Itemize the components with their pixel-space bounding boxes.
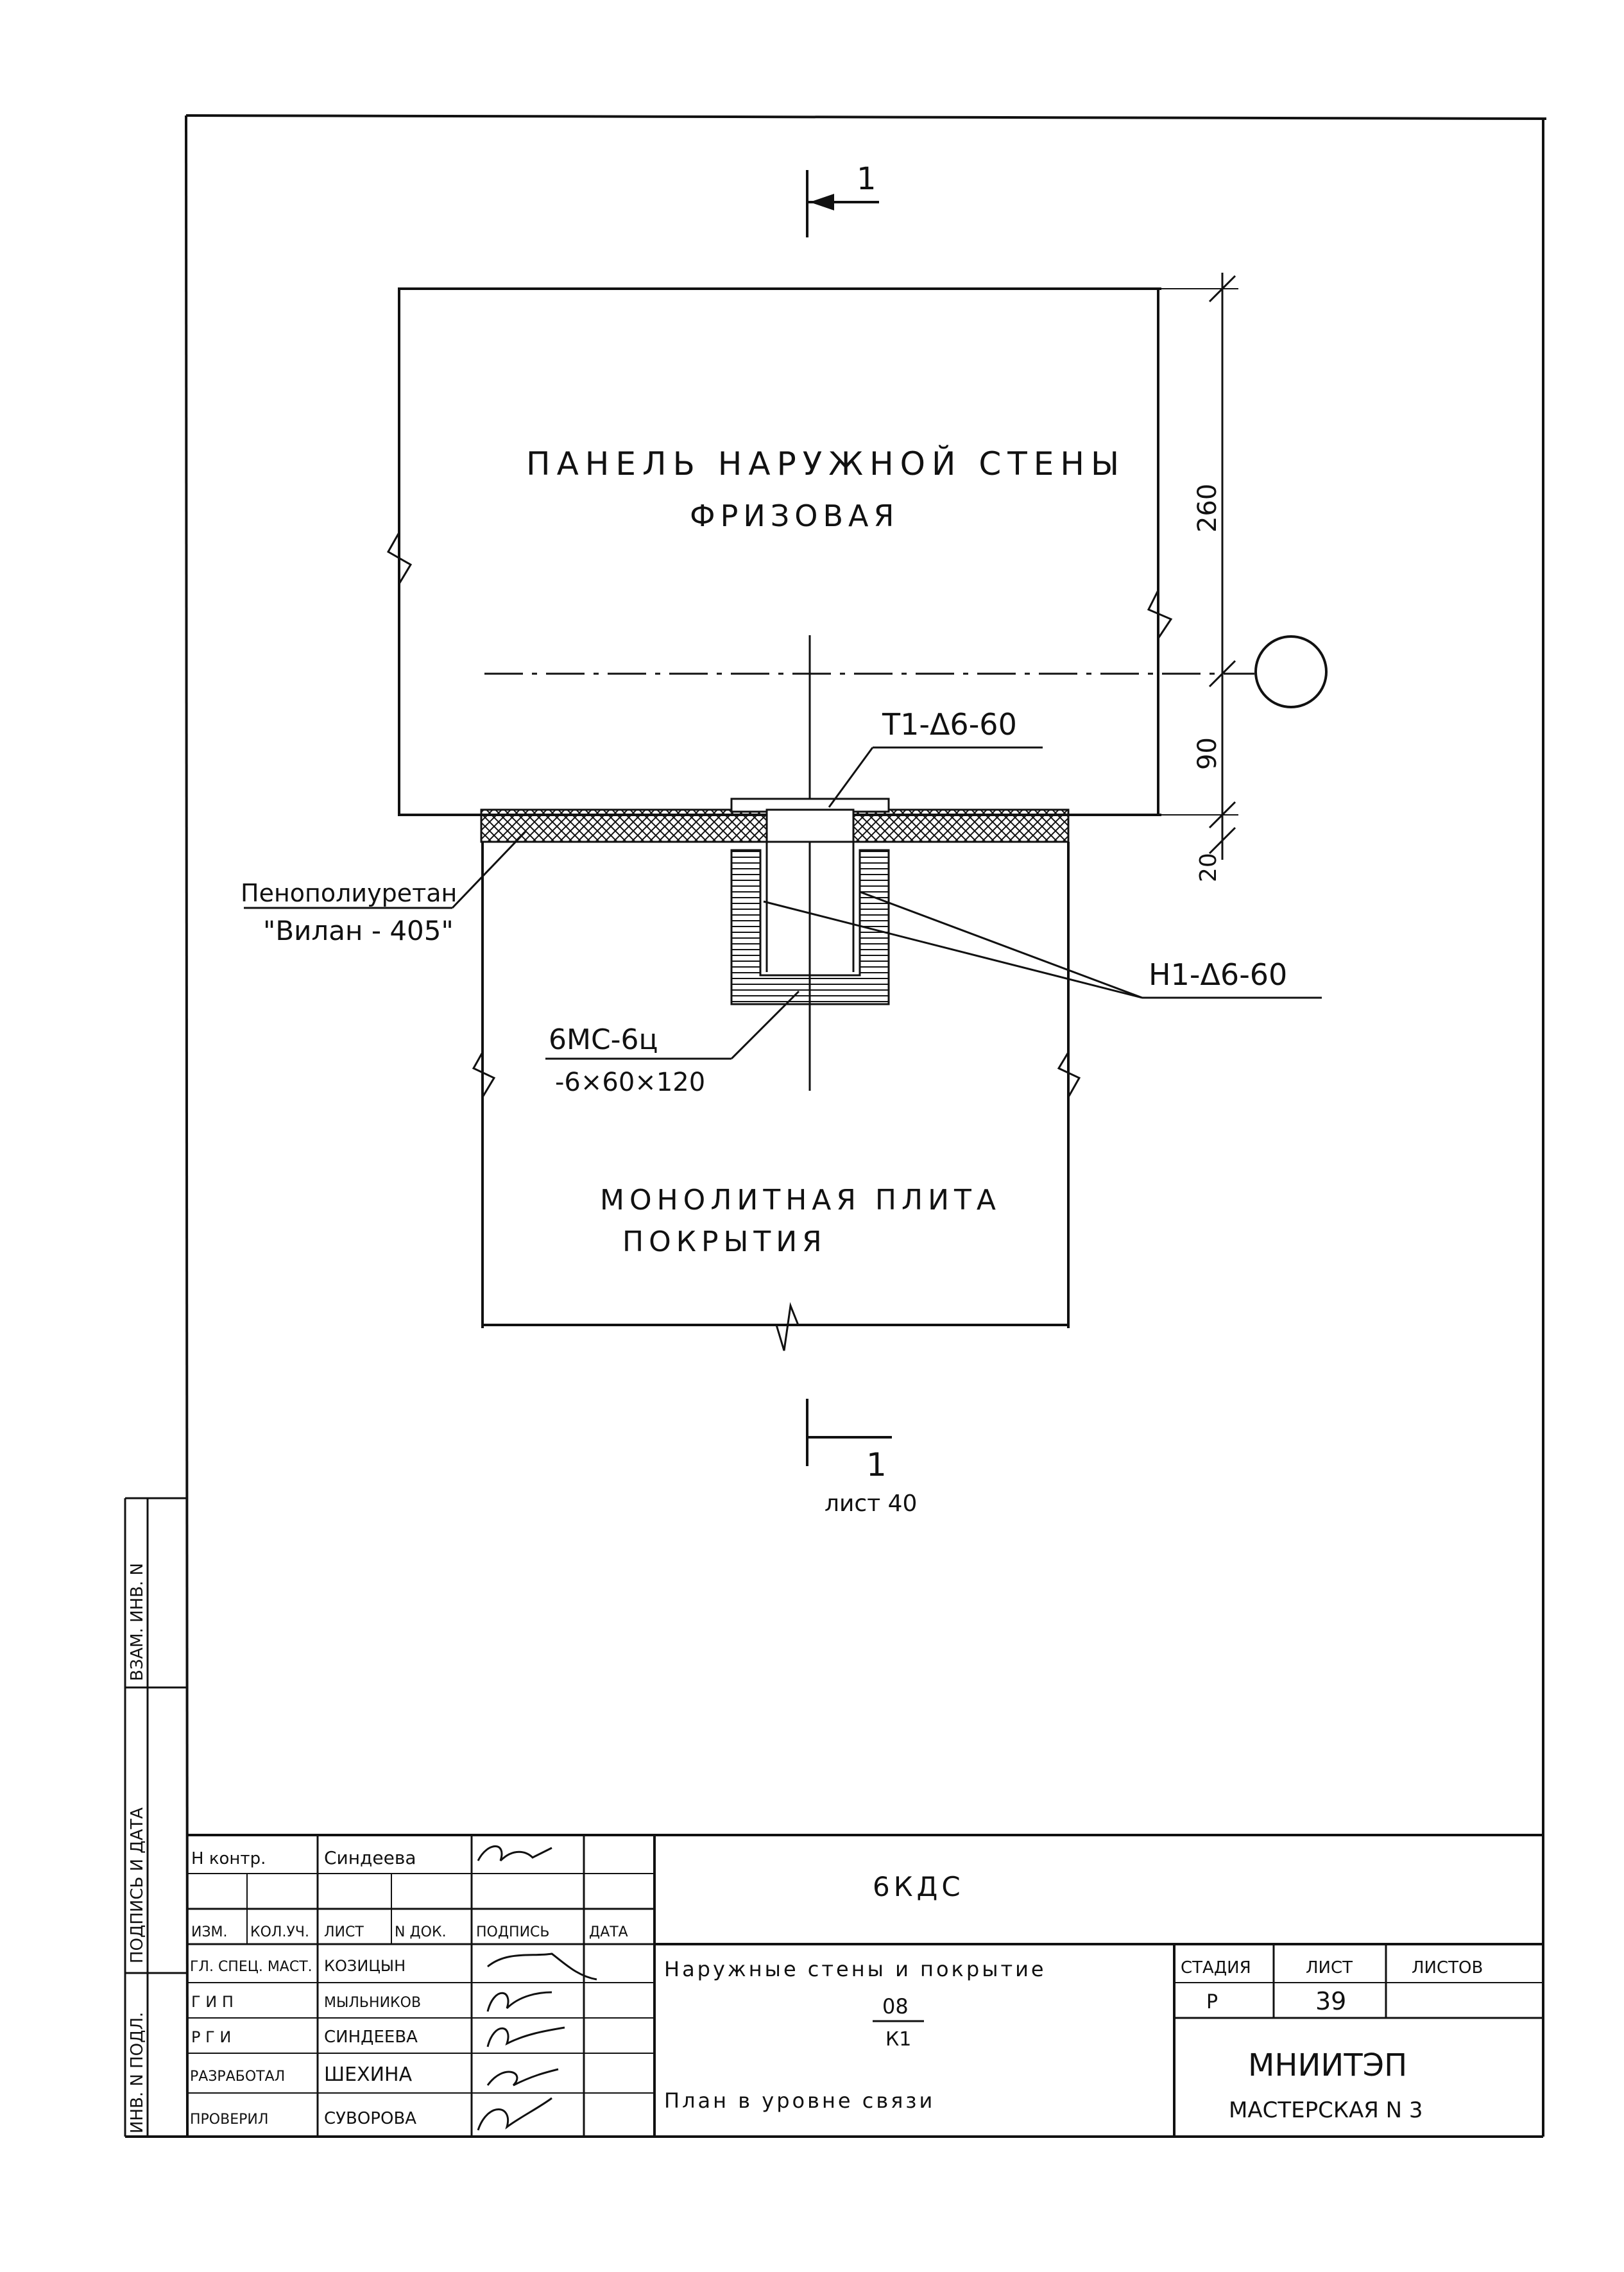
org-unit: МАСТЕРСКАЯ N 3: [1229, 2097, 1423, 2123]
row-role-5: РАЗРАБОТАЛ: [190, 2069, 285, 2085]
sheets-label: ЛИСТОВ: [1412, 1958, 1483, 1977]
panel-label-line1: ПАНЕЛЬ НАРУЖНОЙ СТЕНЫ: [526, 445, 1125, 483]
header-col-data: ДАТА: [589, 1924, 628, 1940]
dim-260: 260: [1193, 484, 1222, 533]
wall-panel: ПАНЕЛЬ НАРУЖНОЙ СТЕНЫ ФРИЗОВАЯ: [386, 287, 1173, 816]
callout-t1: Т1-Δ6-60: [828, 707, 1043, 808]
row-role-2: ГЛ. СПЕЦ. МАСТ.: [190, 1959, 312, 1975]
project-code: 6КДС: [873, 1871, 964, 1902]
slab-label-line2: ПОКРЫТИЯ: [622, 1226, 827, 1258]
row-role-0: Н контр.: [191, 1849, 266, 1868]
stage-label: СТАДИЯ: [1181, 1958, 1251, 1977]
row-name-3: МЫЛЬНИКОВ: [324, 1995, 421, 2011]
header-col-koluch: КОЛ.УЧ.: [250, 1924, 309, 1940]
stamp-inv-podl: ИНВ. N ПОДЛ.: [128, 2012, 147, 2133]
left-stamp: ВЗАМ. ИНВ. N ПОДПИСЬ И ДАТА ИНВ. N ПОДЛ.: [124, 1497, 186, 2137]
series-top: 08: [882, 1994, 909, 2019]
slab-label-line1: МОНОЛИТНАЯ ПЛИТА: [600, 1184, 1001, 1217]
section-number-bottom: 1: [866, 1446, 887, 1483]
dim-20: 20: [1195, 853, 1222, 882]
header-col-izm: ИЗМ.: [191, 1924, 228, 1940]
org-name: МНИИТЭП: [1248, 2047, 1407, 2083]
dim-90: 90: [1193, 737, 1222, 770]
row-name-0: Синдеева: [324, 1847, 416, 1868]
embedded-anchor: [730, 798, 890, 1005]
row-role-4: Р Г И: [191, 2028, 231, 2046]
sheet-title: План в уровне связи: [664, 2088, 935, 2113]
dimension-chain: 260 90 20: [1161, 273, 1238, 882]
callout-mc-line1: 6МС-6ц: [549, 1023, 658, 1056]
panel-label-line2: ФРИЗОВАЯ: [690, 499, 899, 533]
center-lines: [484, 635, 1328, 1091]
header-col-podpis: ПОДПИСЬ: [476, 1924, 550, 1940]
stamp-sign-date: ПОДПИСЬ И ДАТА: [128, 1807, 147, 1963]
row-name-2: КОЗИЦЫН: [324, 1957, 406, 1975]
section-sheet-ref: лист 40: [825, 1490, 917, 1517]
stamp-inv-vzam: ВЗАМ. ИНВ. N: [128, 1563, 147, 1681]
sheet-value: 39: [1315, 1987, 1346, 2015]
row-role-3: Г И П: [191, 1993, 234, 2011]
stage-value: Р: [1206, 1991, 1218, 2013]
callout-n1-label: Н1-Δ6-60: [1149, 957, 1287, 992]
insulation-label-line2: "Вилан - 405": [263, 915, 454, 946]
signatures: [477, 1845, 597, 2131]
title-block: ИЗМ. КОЛ.УЧ. ЛИСТ N ДОК. ПОДПИСЬ ДАТА Н …: [186, 1834, 1543, 2137]
row-role-6: ПРОВЕРИЛ: [190, 2112, 268, 2128]
row-name-5: ШЕХИНА: [324, 2063, 413, 2086]
callout-insulation: Пенополиуретан "Вилан - 405": [241, 830, 527, 946]
row-name-4: СИНДЕЕВА: [324, 2028, 418, 2047]
axis-bubble: [1254, 635, 1328, 708]
callout-n1: Н1-Δ6-60: [763, 891, 1322, 999]
section-mark-bottom: 1 лист 40: [806, 1399, 917, 1517]
header-col-ndok: N ДОК.: [395, 1924, 447, 1940]
callout-t1-label: Т1-Δ6-60: [882, 707, 1017, 742]
series-bottom: К1: [885, 2028, 911, 2051]
header-col-list: ЛИСТ: [324, 1924, 364, 1940]
insulation-label-line1: Пенополиуретан: [241, 879, 457, 907]
section-number-top: 1: [857, 161, 876, 197]
section-title: Наружные стены и покрытие: [664, 1957, 1047, 1981]
sheet-frame: [125, 114, 1547, 2138]
section-mark-top: 1: [806, 161, 879, 237]
callout-mc-line2: -6×60×120: [555, 1068, 705, 1097]
sheet-label: ЛИСТ: [1306, 1958, 1353, 1977]
row-name-6: СУВОРОВА: [324, 2109, 416, 2128]
callout-mc: 6МС-6ц -6×60×120: [545, 990, 800, 1097]
